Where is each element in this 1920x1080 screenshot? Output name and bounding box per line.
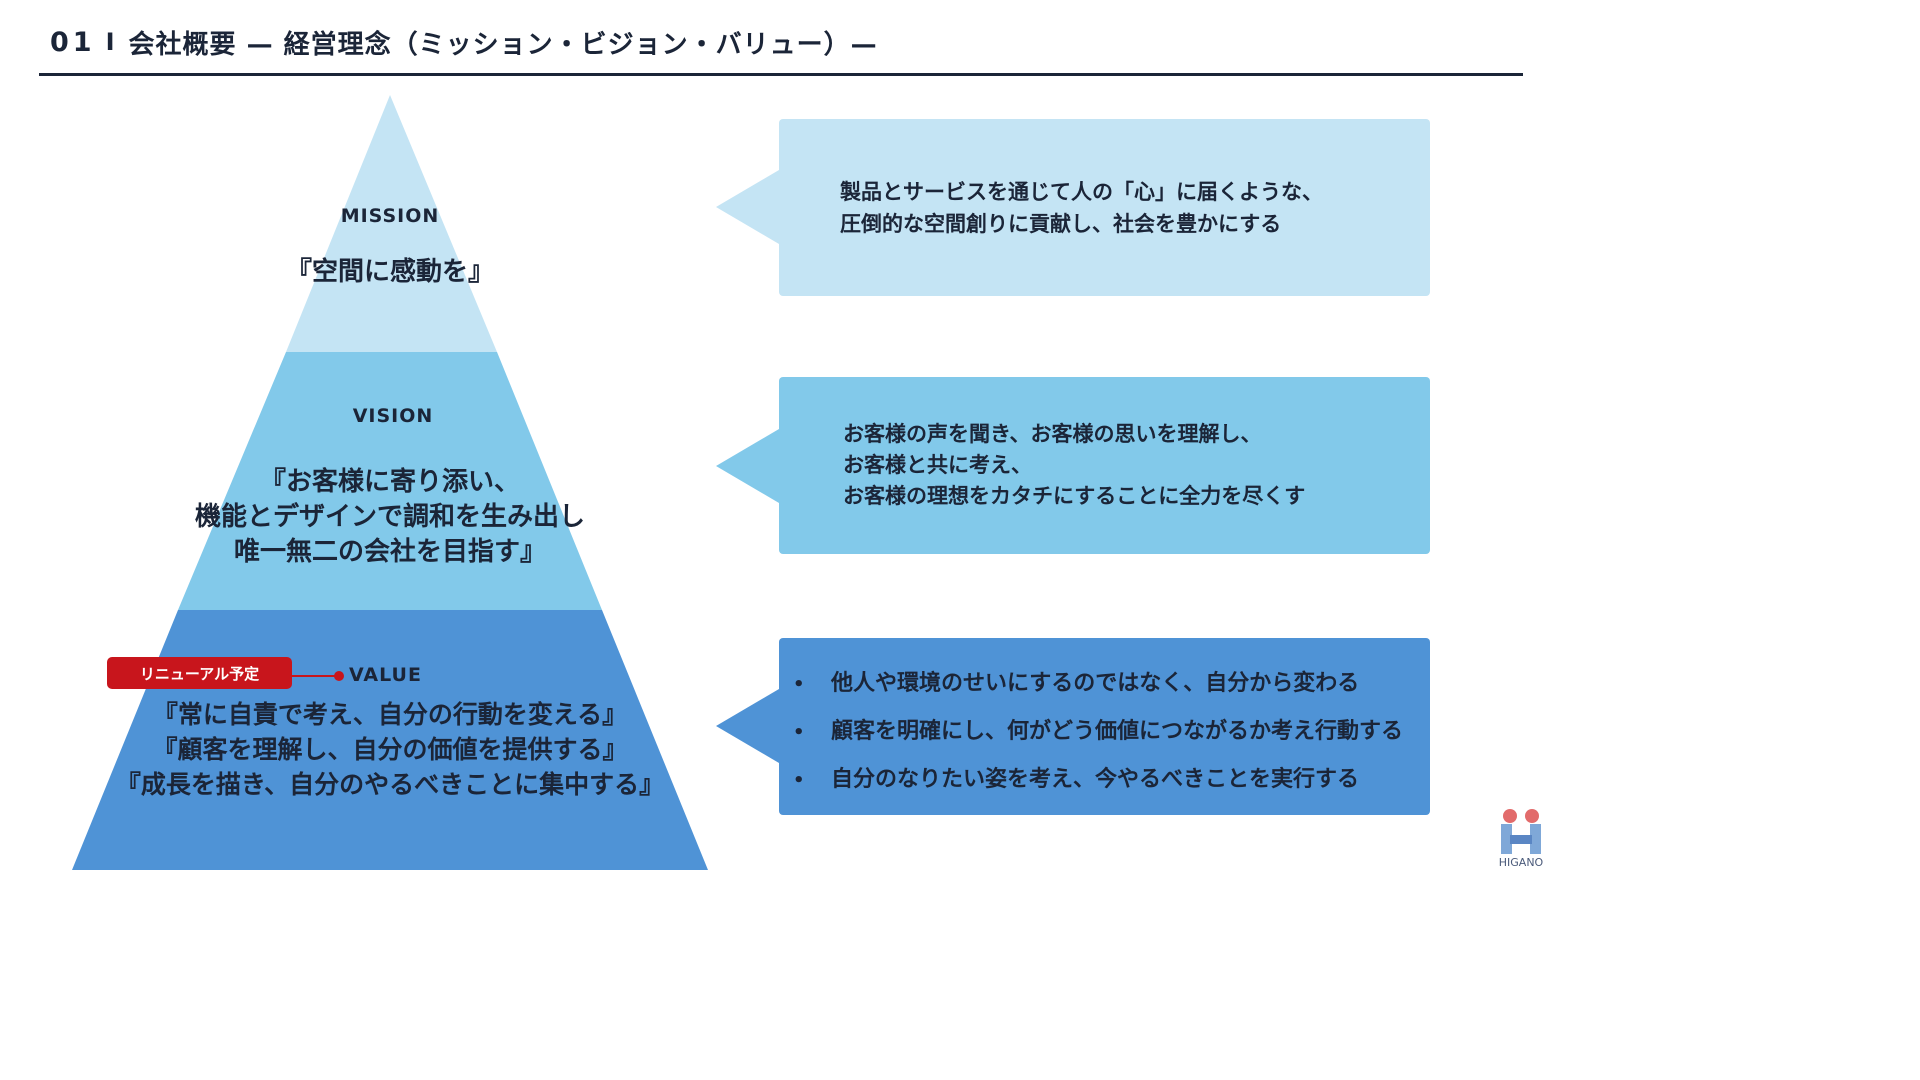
mission-callout-text: 製品とサービスを通じて人の「心」に届くような、 圧倒的な空間創りに貢献し、社会を…	[840, 176, 1323, 240]
list-item: • 他人や環境のせいにするのではなく、自分から変わる	[793, 660, 1403, 708]
bullet-icon: •	[793, 770, 805, 791]
list-item: • 顧客を明確にし、何がどう価値につながるか考え行動する	[793, 708, 1403, 756]
value-bullet-text: 他人や環境のせいにするのではなく、自分から変わる	[831, 671, 1360, 696]
logo-text: HIGANO	[1498, 856, 1544, 869]
callout-line: お客様の理想をカタチにすることに全力を尽くす	[843, 484, 1306, 508]
callout-value	[716, 638, 1430, 815]
callout-line: お客様の声を聞き、お客様の思いを理解し、	[843, 422, 1262, 446]
badge-connector-dot	[334, 671, 344, 681]
bullet-icon: •	[793, 722, 805, 743]
list-item: • 自分のなりたい姿を考え、今やるべきことを実行する	[793, 756, 1403, 804]
bullet-icon: •	[793, 674, 805, 695]
section-separator: I	[105, 28, 115, 56]
callout-line: お客様と共に考え、	[843, 453, 1032, 477]
vision-callout-text: お客様の声を聞き、お客様の思いを理解し、 お客様と共に考え、 お客様の理想をカタ…	[843, 419, 1305, 512]
pyramid-tier-mission	[286, 95, 497, 352]
header: 01 I 会社概要 — 経営理念（ミッション・ビジョン・バリュー）—	[50, 20, 878, 64]
page-title: 会社概要 — 経営理念（ミッション・ビジョン・バリュー）—	[128, 29, 878, 60]
value-bullet-text: 顧客を明確にし、何がどう価値につながるか考え行動する	[831, 719, 1404, 744]
vision-label: VISION	[352, 405, 434, 427]
mission-label: MISSION	[340, 205, 440, 227]
value-callout-list: • 他人や環境のせいにするのではなく、自分から変わる • 顧客を明確にし、何がど…	[793, 660, 1403, 804]
value-statement: 『常に自責で考え、自分の行動を変える』 『顧客を理解し、自分の価値を提供する』 …	[95, 697, 685, 802]
callout-line: 圧倒的な空間創りに貢献し、社会を豊かにする	[840, 212, 1282, 236]
callout-vision	[716, 377, 1430, 554]
value-label: VALUE	[349, 664, 422, 686]
mission-statement: 『空間に感動を』	[270, 256, 510, 288]
company-logo-icon	[1501, 809, 1541, 854]
header-divider	[39, 73, 1523, 76]
section-number: 01	[50, 26, 96, 58]
value-bullet-text: 自分のなりたい姿を考え、今やるべきことを実行する	[831, 767, 1360, 792]
pyramid-tier-vision	[178, 352, 602, 610]
mission-line: 『空間に感動を』	[285, 257, 494, 287]
value-line: 『常に自責で考え、自分の行動を変える』	[152, 700, 628, 729]
value-line: 『顧客を理解し、自分の価値を提供する』	[152, 735, 628, 764]
renewal-badge: リニューアル予定	[107, 657, 292, 689]
vision-line: 機能とデザインで調和を生み出し	[194, 502, 585, 532]
value-line: 『成長を描き、自分のやるべきことに集中する』	[115, 770, 665, 799]
callout-mission	[716, 119, 1430, 296]
vision-statement: 『お客様に寄り添い、 機能とデザインで調和を生み出し 唯一無二の会社を目指す』	[150, 465, 630, 570]
vision-line: 唯一無二の会社を目指す』	[233, 537, 546, 567]
vision-line: 『お客様に寄り添い、	[259, 467, 520, 497]
callout-line: 製品とサービスを通じて人の「心」に届くような、	[840, 180, 1323, 204]
